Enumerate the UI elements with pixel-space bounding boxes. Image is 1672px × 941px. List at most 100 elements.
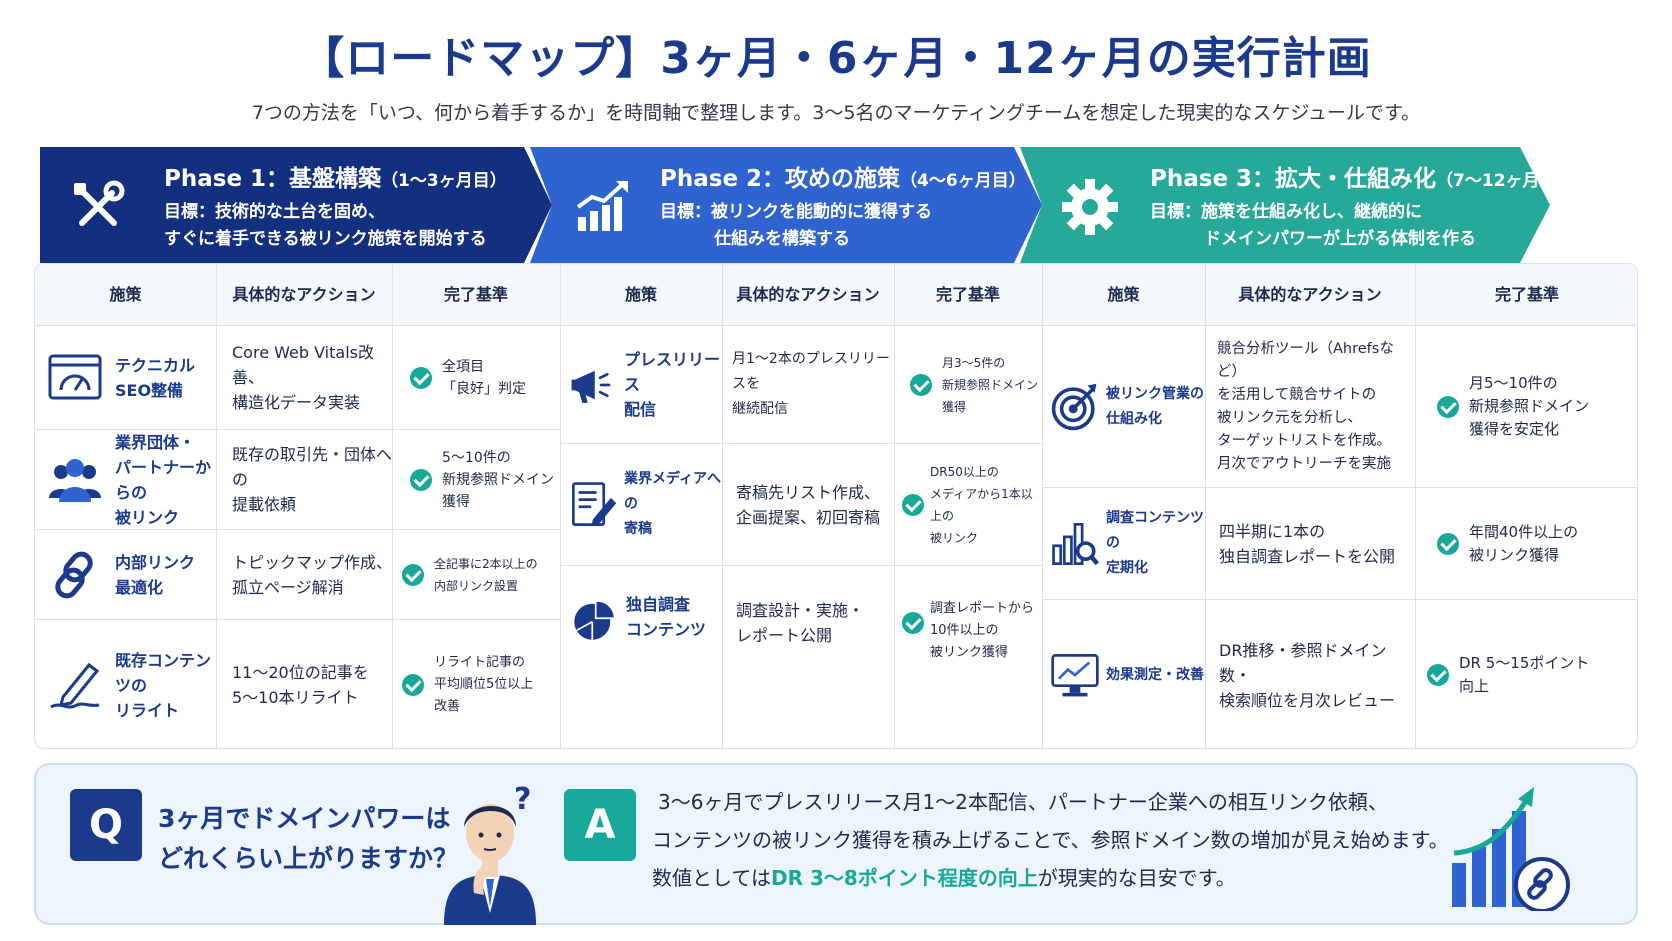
measure-name: 既存コンテンツの リライト <box>115 650 212 720</box>
answer-line-2: コンテンツの被リンク獲得を積み上げることで、参照ドメイン数の増加が見え始めます。 <box>652 828 1449 852</box>
measure-name: 内部リンク 最適化 <box>115 552 196 597</box>
phase-3-label: Phase 3：拡大・仕組み化 <box>1150 166 1437 192</box>
people-icon <box>49 458 101 502</box>
phase-1-label: Phase 1：基盤構築 <box>164 166 382 192</box>
phase-1-goal-2: すぐに着手できる被リンク施策を開始する <box>164 229 487 249</box>
completion-criteria: DR 5〜15ポイント 向上 <box>1459 654 1590 695</box>
measure-name: 被リンク管業の 仕組み化 <box>1106 385 1204 427</box>
completion-criteria: 調査レポートから 10件以上の 被リンク獲得 <box>930 601 1035 660</box>
target-icon <box>1051 383 1097 430</box>
table-row: 効果測定・改善 DR推移・参照ドメイン数・ 検索順位を月次レビュー DR 5〜1… <box>1042 600 1637 748</box>
measure-name: プレスリリース 配信 <box>624 350 721 419</box>
table-row: 内部リンク 最適化 トピックマップ作成、 孤立ページ解消 全記事に2本以上の 内… <box>35 530 560 620</box>
answer-text: 3〜6ヶ月でプレスリリース月1〜2本配信、パートナー企業への相互リンク依頼、 コ… <box>652 783 1449 897</box>
svg-text:?: ? <box>514 783 531 817</box>
page-subtitle: 7つの方法を「いつ、何から着手するか」を時間軸で整理します。3〜5名のマーケティ… <box>251 102 1421 124</box>
answer-line-3: 数値としてはDR 3〜8ポイント程度の向上が現実的な目安です。 <box>652 859 1449 897</box>
measure-name: 業界団体・ パートナーからの 被リンク <box>115 432 212 527</box>
table-row: 業界団体・ パートナーからの 被リンク 既存の取引先・団体への 提載依頼 5〜1… <box>35 430 560 530</box>
header-criteria: 完了基準 <box>443 285 508 304</box>
phase-3-header-row: 施策 具体的なアクション 完了基準 <box>1042 264 1637 326</box>
completion-criteria: 月5〜10件の 新規参照ドメイン 獲得を安定化 <box>1469 374 1590 438</box>
table-row: 調査コンテンツの 定期化 四半期に1本の 独自調査レポートを公開 年間40件以上… <box>1042 488 1637 600</box>
check-icon <box>902 612 924 634</box>
check-icon <box>902 493 924 516</box>
phase-2-header-row: 施策 具体的なアクション 完了基準 <box>560 264 1042 326</box>
answer-badge: A <box>564 789 636 861</box>
completion-criteria: DR50以上の メディアから1本以上の 被リンク <box>930 464 1033 545</box>
completion-criteria: リライト記事の 平均順位5位以上 改善 <box>434 655 534 714</box>
table-row: 独自調査 コンテンツ 調査設計・実施・ レポート公開 調査レポートから 10件以… <box>560 566 1042 748</box>
check-icon <box>402 563 424 586</box>
answer-line-3-pre: 数値としては <box>652 866 771 890</box>
measure-action: トピックマップ作成、 孤立ページ解消 <box>232 552 393 597</box>
measure-action: 既存の取引先・団体への 提載依頼 <box>232 445 393 514</box>
page-title: 【ロードマップ】3ヶ月・6ヶ月・12ヶ月の実行計画 <box>300 33 1372 84</box>
measure-action: 調査設計・実施・ レポート公開 <box>736 601 865 645</box>
check-icon <box>1437 532 1459 555</box>
growth-link-icon <box>1452 787 1570 911</box>
monitor-chart-icon <box>1051 654 1099 697</box>
measure-action: 寄稿先リスト作成、 企画提案、初回寄稿 <box>736 482 881 527</box>
header-action: 具体的なアクション <box>736 285 880 304</box>
pie-chart-icon <box>574 600 616 640</box>
speedometer-icon <box>48 354 102 399</box>
phase-2-table: 施策 具体的なアクション 完了基準 プレスリリース 配信 月1〜2本のプレ <box>560 264 1042 748</box>
measure-name: 独自調査 コンテンツ <box>626 595 707 639</box>
question-line-2: どれくらい上がりますか？ <box>158 844 459 873</box>
header-criteria: 完了基準 <box>935 285 1000 304</box>
header-action: 具体的なアクション <box>1238 285 1382 304</box>
phase-1-goal-1: 目標：技術的な土台を固め、 <box>164 202 385 222</box>
bar-search-icon <box>1052 522 1100 565</box>
table-row: テクニカル SEO整備 Core Web Vitals改善、 構造化データ実装 … <box>35 326 560 430</box>
header-measure: 施策 <box>624 285 657 304</box>
measure-action: Core Web Vitals改善、 構造化データ実装 <box>232 343 374 412</box>
answer-highlight: DR 3〜8ポイント程度の向上 <box>771 866 1038 890</box>
phase-1-period: （1〜3ヶ月目） <box>381 171 507 191</box>
measure-action: 四半期に1本の 独自調査レポートを公開 <box>1219 521 1396 566</box>
header-action: 具体的なアクション <box>232 285 376 304</box>
measure-action: 月1〜2本のプレスリリースを 継続配信 <box>732 351 890 417</box>
roadmap-table: 施策 具体的なアクション 完了基準 テクニカル SEO整備 Core Web V… <box>34 263 1638 749</box>
phase-3-banner: Phase 3：拡大・仕組み化（7〜12ヶ月目） 目標：施策を仕組み化し、継続的… <box>1020 147 1574 263</box>
check-icon <box>1427 664 1449 686</box>
tools-icon <box>74 180 125 226</box>
completion-criteria: 年間40件以上の 被リンク獲得 <box>1469 522 1579 564</box>
phase-1-banner: Phase 1：基盤構築（1〜3ヶ月目） 目標：技術的な土台を固め、 すぐに着手… <box>40 147 552 263</box>
check-icon <box>402 674 424 696</box>
phase-2-goal-1: 目標：被リンクを能動的に獲得する <box>660 202 932 222</box>
phase-2-label: Phase 2：攻めの施策 <box>660 166 901 192</box>
header-measure: 施策 <box>1107 285 1140 304</box>
phase-2-period: （4〜6ヶ月目） <box>900 171 1026 191</box>
table-row: 業界メディアへの 寄稿 寄稿先リスト作成、 企画提案、初回寄稿 DR50以上の … <box>560 444 1042 566</box>
phase-3-period: （7〜12ヶ月目） <box>1436 171 1574 191</box>
completion-criteria: 月3〜5件の 新規参照ドメイン 獲得 <box>942 355 1039 414</box>
answer-line-3-post: が現実的な目安です。 <box>1037 866 1236 890</box>
pen-icon <box>50 662 100 709</box>
measure-name: 調査コンテンツの 定期化 <box>1106 510 1204 576</box>
measure-action: DR推移・参照ドメイン数・ 検索順位を月次レビュー <box>1219 640 1396 710</box>
check-icon <box>410 366 432 389</box>
thinking-person-icon: ? <box>444 783 536 925</box>
document-pen-icon <box>572 481 617 526</box>
table-row: 既存コンテンツの リライト 11〜20位の記事を 5〜10本リライト リライト記… <box>35 620 560 748</box>
question-badge: Q <box>70 789 142 861</box>
header-measure: 施策 <box>109 285 142 304</box>
completion-criteria: 5〜10件の 新規参照ドメイン 獲得 <box>442 449 554 510</box>
question-text: 3ヶ月でドメインパワーは どれくらい上がりますか？ <box>158 799 458 879</box>
check-icon <box>910 373 932 396</box>
header-criteria: 完了基準 <box>1494 285 1559 304</box>
qa-box: Q 3ヶ月でドメインパワーは どれくらい上がりますか？ ? A 3〜6ヶ月でプレ… <box>34 763 1638 925</box>
table-row: 被リンク管業の 仕組み化 競合分析ツール（Ahrefsなど） を活用して競合サイ… <box>1042 326 1637 488</box>
check-icon <box>410 468 432 491</box>
measure-name: テクニカル SEO整備 <box>115 355 196 400</box>
answer-line-1: 3〜6ヶ月でプレスリリース月1〜2本配信、パートナー企業への相互リンク依頼、 <box>658 790 1388 814</box>
completion-criteria: 全記事に2本以上の 内部リンク設置 <box>434 556 538 593</box>
table-row: プレスリリース 配信 月1〜2本のプレスリリースを 継続配信 月3〜5件の 新規… <box>560 326 1042 444</box>
measure-name: 効果測定・改善 <box>1106 666 1204 683</box>
phase-1-table: 施策 具体的なアクション 完了基準 テクニカル SEO整備 Core Web V… <box>35 264 560 748</box>
check-icon <box>1437 395 1459 418</box>
phase-3-goal-2: ドメインパワーが上がる体制を作る <box>1204 229 1476 249</box>
growth-chart-icon <box>576 181 628 231</box>
question-line-1: 3ヶ月でドメインパワーは <box>158 804 451 833</box>
